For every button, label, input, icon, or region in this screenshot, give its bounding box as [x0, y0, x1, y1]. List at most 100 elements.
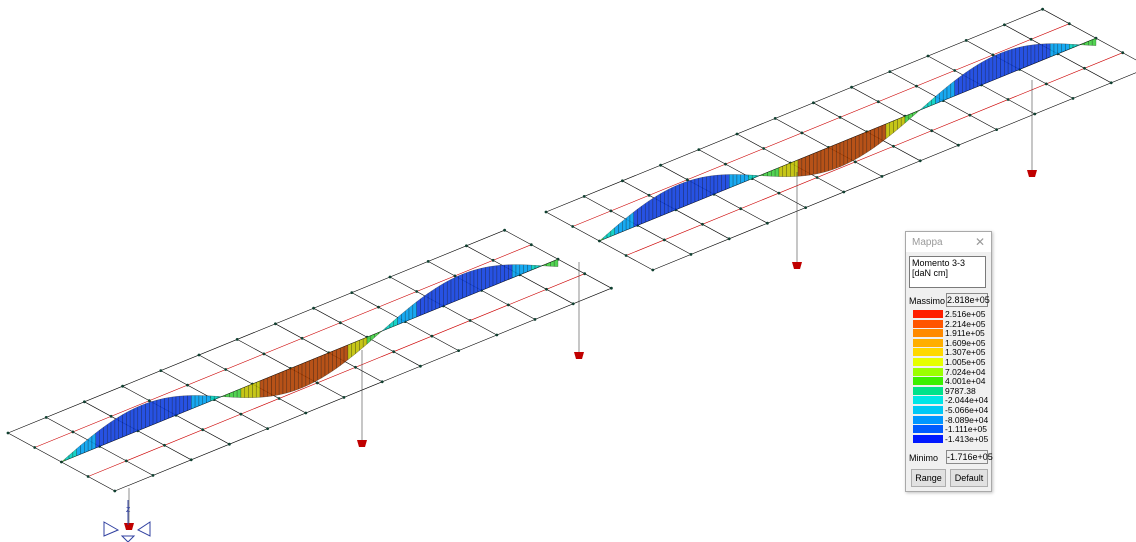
grid-node — [159, 369, 163, 372]
moment-strip — [137, 405, 142, 431]
grid-node — [571, 302, 575, 306]
moment-strip — [275, 372, 280, 396]
max-value-field[interactable]: 2.818e+05 — [946, 293, 990, 307]
moment-strip — [65, 455, 70, 461]
moment-strip — [885, 122, 890, 140]
quantity-field[interactable]: Momento 3-3 [daN cm] — [909, 256, 986, 288]
panel-titlebar[interactable]: Mappa ✕ — [906, 232, 991, 252]
moment-strip — [843, 139, 848, 166]
moment-strip — [1000, 51, 1005, 78]
moment-strip — [76, 445, 81, 456]
fixed-support-icon — [792, 262, 802, 269]
moment-strip — [408, 304, 413, 321]
grid-line — [545, 8, 1043, 213]
moment-strip — [500, 264, 505, 283]
grid-node — [392, 350, 396, 354]
moment-strip — [988, 56, 993, 83]
grid-node — [853, 160, 857, 164]
moment-strip — [1015, 47, 1020, 72]
moment-strip — [1092, 38, 1097, 46]
moment-strip — [698, 177, 703, 201]
range-button[interactable]: Range — [911, 469, 946, 487]
moment-strip — [538, 265, 543, 268]
supports — [124, 80, 1037, 530]
moment-strip — [168, 396, 173, 419]
moment-strip — [629, 211, 634, 229]
moment-strip — [721, 174, 726, 192]
default-button[interactable]: Default — [950, 469, 988, 487]
grid-node — [624, 254, 628, 257]
moment-strip — [340, 346, 345, 366]
grid-node — [529, 243, 533, 247]
moment-strip — [336, 347, 341, 369]
moment-strip — [130, 408, 135, 435]
moment-strip — [671, 185, 676, 212]
grid-node — [609, 209, 613, 213]
grid-node — [44, 416, 48, 419]
moment-strip — [836, 142, 841, 169]
close-icon[interactable]: ✕ — [974, 235, 985, 249]
moment-strip — [1038, 43, 1043, 62]
moment-strip — [244, 385, 249, 398]
fixed-support-icon — [1027, 170, 1037, 177]
moment-strip — [633, 208, 638, 228]
moment-strip — [782, 164, 787, 177]
moment-strip — [652, 195, 657, 220]
moment-strip — [385, 323, 391, 330]
legend-swatch — [913, 386, 943, 395]
grid-node — [1029, 37, 1033, 41]
legend-label: -1.111e+05 — [945, 424, 987, 435]
grid-line — [7, 229, 505, 434]
moment-strip — [641, 203, 646, 225]
moment-strip — [874, 126, 879, 148]
legend-swatch — [913, 415, 943, 424]
moment-strip — [954, 77, 959, 97]
grid-node — [350, 291, 354, 294]
moment-strip — [191, 395, 196, 410]
moment-strip — [485, 266, 490, 290]
moment-strip — [72, 448, 77, 458]
moment-strip — [290, 366, 295, 393]
grid-node — [1083, 66, 1086, 70]
grid-node — [6, 431, 10, 435]
moment-strip — [80, 441, 85, 455]
moment-strip — [435, 285, 440, 310]
beam-line — [34, 244, 532, 448]
moment-strip — [687, 180, 692, 206]
min-value-field[interactable]: -1.716e+05 — [946, 450, 993, 464]
moment-strip — [817, 150, 822, 174]
grid-node — [582, 195, 586, 198]
moment-strip — [145, 402, 150, 428]
moment-strip — [950, 80, 955, 98]
legend-swatch — [913, 338, 943, 347]
moment-strip — [110, 419, 116, 442]
moment-strip — [866, 130, 871, 153]
moment-strip — [935, 92, 940, 104]
moment-strip — [847, 137, 852, 164]
moment-strip — [366, 335, 371, 345]
moment-strip — [809, 153, 814, 176]
panel-title: Mappa — [912, 237, 943, 248]
grid-node — [800, 131, 804, 135]
moment-strip — [820, 148, 825, 174]
moment-strip — [893, 119, 898, 133]
grid-node — [1067, 22, 1071, 26]
grid-node — [1121, 51, 1125, 55]
moment-strip — [504, 264, 509, 282]
moment-strip — [294, 365, 299, 391]
legend-label: 4.001e+04 — [945, 376, 986, 387]
grid-node — [777, 191, 781, 195]
grid-node — [1071, 97, 1075, 100]
moment-strip — [393, 317, 398, 327]
moment-strip — [664, 189, 669, 215]
moment-strip — [969, 66, 974, 90]
moment-strip — [973, 64, 978, 89]
legend-swatch — [913, 406, 943, 414]
moment-strip — [786, 162, 791, 177]
grid-node — [71, 430, 75, 434]
legend-swatch — [913, 329, 943, 338]
grid-node — [735, 132, 739, 136]
moment-strip — [797, 158, 802, 177]
grid-node — [274, 322, 277, 326]
